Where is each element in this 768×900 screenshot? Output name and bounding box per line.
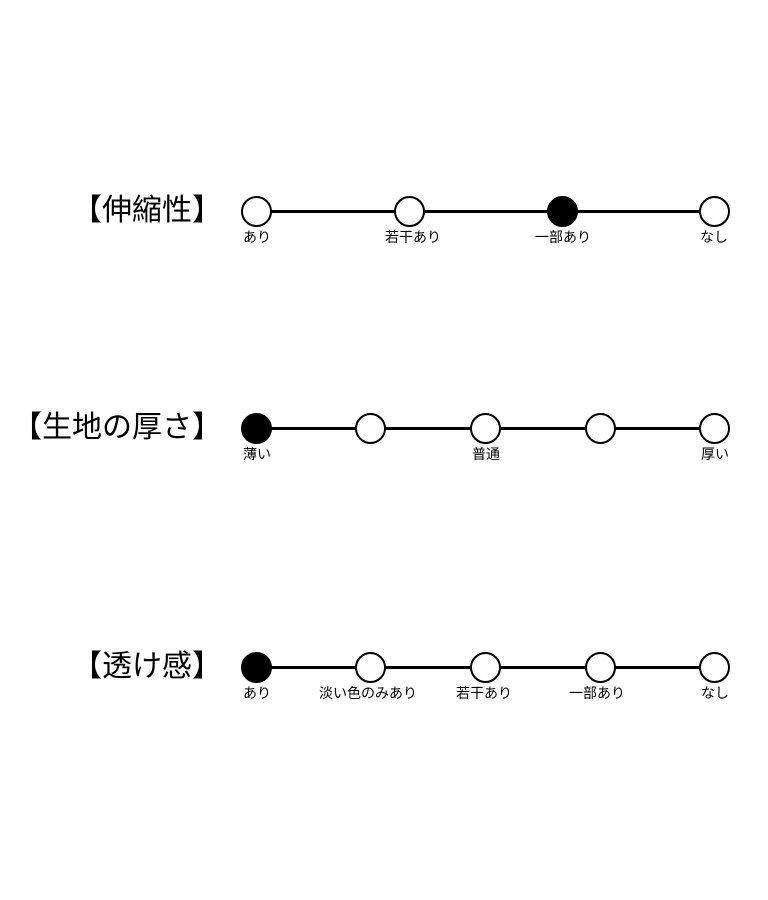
scale-label: 【伸縮性】 [72, 193, 222, 228]
scale-track [256, 209, 714, 213]
scale-point-3 [469, 651, 501, 683]
tick-label: なし [700, 230, 728, 246]
scale-point-4 [698, 195, 730, 227]
scale-point-selected [546, 195, 578, 227]
scale-point-2 [393, 195, 425, 227]
tick-label: 厚い [701, 447, 729, 463]
scale-label: 【透け感】 [72, 649, 222, 684]
tick-label: 薄い [243, 447, 271, 463]
tick-label: あり [243, 686, 271, 702]
scale-label: 【生地の厚さ】 [12, 410, 222, 445]
scale-point-5 [698, 412, 730, 444]
tick-label: 一部あり [535, 230, 591, 246]
tick-label: 普通 [472, 447, 500, 463]
tick-label: 淡い色のみあり [319, 686, 417, 702]
scale-point-2 [354, 651, 386, 683]
scale-point-1 [240, 195, 272, 227]
scale-point-2 [354, 412, 386, 444]
scale-point-3 [469, 412, 501, 444]
tick-label: 一部あり [569, 686, 625, 702]
scale-fabric-thickness: 【生地の厚さ】 薄い 普通 厚い [0, 410, 768, 508]
scale-stretch: 【伸縮性】 あり 若干あり 一部あり なし [0, 193, 768, 291]
tick-label: 若干あり [456, 686, 512, 702]
scale-point-4 [584, 412, 616, 444]
scale-point-selected [240, 412, 272, 444]
scale-sheerness: 【透け感】 あり 淡い色のみあり 若干あり 一部あり なし [0, 649, 768, 747]
tick-label: なし [701, 686, 729, 702]
scale-point-selected [240, 651, 272, 683]
tick-label: あり [243, 230, 271, 246]
tick-label: 若干あり [385, 230, 441, 246]
scale-point-4 [584, 651, 616, 683]
scale-point-5 [698, 651, 730, 683]
